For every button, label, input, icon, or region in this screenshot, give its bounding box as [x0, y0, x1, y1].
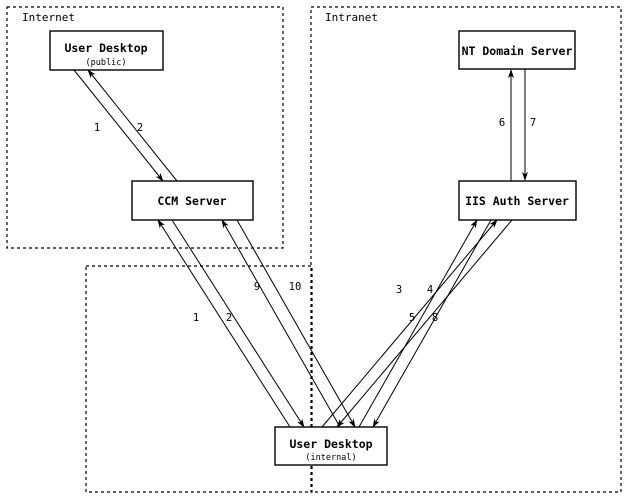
flow-line-2	[87, 69, 178, 182]
flow-label-3: 3	[396, 284, 402, 296]
node-user-desktop-internal-title: User Desktop	[289, 437, 372, 451]
flow-line-10	[236, 219, 356, 428]
flow-label-1: 1	[94, 122, 100, 134]
node-nt-domain-server-box[interactable]	[458, 30, 576, 70]
zone-intranet: Intranet	[310, 6, 622, 493]
node-iis-auth-server[interactable]: IIS Auth Server	[458, 180, 577, 221]
node-user-desktop-public-title: User Desktop	[64, 41, 147, 55]
flow-line-8	[336, 219, 513, 428]
node-user-desktop-public-subtitle: (public)	[86, 58, 127, 68]
flow-line-9	[221, 219, 341, 428]
zone-internet: Internet	[6, 6, 284, 249]
node-nt-domain-server[interactable]: NT Domain Server	[458, 30, 576, 70]
node-user-desktop-internal-box[interactable]	[274, 426, 388, 466]
flow-line-1b	[157, 219, 291, 428]
flow-label-1b: 1	[193, 312, 199, 324]
zone-intranet-label: Intranet	[325, 11, 378, 24]
flow-line-5	[321, 219, 498, 428]
flow-line-3	[358, 219, 478, 428]
flow-label-7: 7	[530, 117, 536, 129]
zone-internal-lan-border	[85, 265, 313, 493]
zone-internet-border	[6, 6, 284, 249]
node-ccm-server-box[interactable]	[131, 180, 254, 221]
zone-intranet-border	[310, 6, 622, 493]
zone-internal-lan	[85, 265, 313, 493]
flow-line-1	[73, 69, 164, 182]
node-user-desktop-internal[interactable]: User Desktop (internal)	[274, 426, 388, 466]
flow-label-6: 6	[499, 117, 505, 129]
node-user-desktop-internal-subtitle: (internal)	[305, 453, 356, 463]
flow-label-2b: 2	[226, 312, 232, 324]
flow-label-10: 10	[289, 281, 302, 293]
flow-labels: 1 2 1 2 9 10 3 4 5 8 6 7	[94, 117, 536, 324]
node-user-desktop-public-box[interactable]	[49, 30, 164, 71]
flow-label-9: 9	[254, 281, 260, 293]
flow-label-4: 4	[427, 284, 433, 296]
node-ccm-server[interactable]: CCM Server	[131, 180, 254, 221]
zone-internet-label: Internet	[22, 11, 75, 24]
node-ccm-server-title: CCM Server	[157, 194, 226, 208]
flow-label-8: 8	[432, 312, 438, 324]
node-nt-domain-server-title: NT Domain Server	[462, 44, 573, 58]
flow-lines	[73, 69, 528, 428]
node-user-desktop-public[interactable]: User Desktop (public)	[49, 30, 164, 71]
flow-label-5: 5	[409, 312, 415, 324]
flow-line-2b	[171, 219, 305, 428]
node-iis-auth-server-box[interactable]	[458, 180, 577, 221]
flow-line-4	[372, 219, 492, 428]
flow-label-2: 2	[137, 122, 143, 134]
node-iis-auth-server-title: IIS Auth Server	[465, 194, 569, 208]
